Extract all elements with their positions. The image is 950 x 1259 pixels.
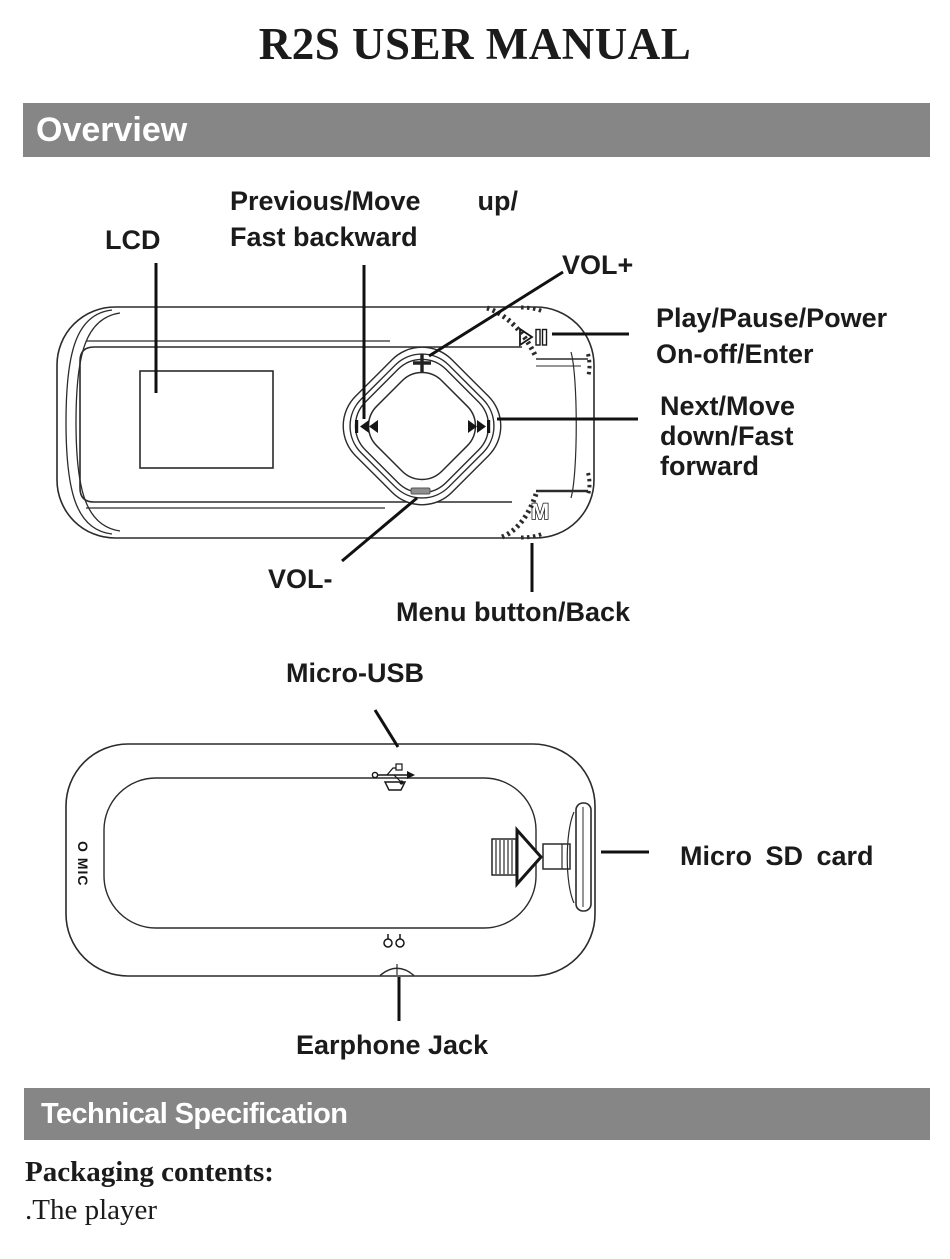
- packaging-item-player: .The player: [25, 1194, 158, 1226]
- player-body-front: [56, 306, 595, 539]
- left-cap-arc: [65, 309, 113, 535]
- menu-area-hatch: [500, 493, 539, 540]
- sd-card-arrow-icon: [491, 826, 544, 888]
- earphone-holes-icon: [383, 934, 405, 948]
- label-previous-line2: Fast backward: [230, 222, 418, 252]
- leader-lines: [154, 263, 649, 1021]
- label-next-line2: down/Fast: [660, 421, 794, 451]
- edge-hatch: [586, 353, 592, 378]
- label-play-pause: Play/Pause/Power On-off/Enter: [656, 300, 887, 372]
- micro-usb-icon: [371, 763, 415, 791]
- right-cap-arc: [570, 351, 577, 499]
- sd-card-tab: [542, 843, 571, 870]
- overview-heading: Overview: [36, 110, 188, 149]
- label-vol-plus: VOL+: [562, 250, 634, 280]
- label-next-line1: Next/Move: [660, 391, 796, 421]
- label-micro-usb: Micro-USB: [286, 658, 425, 688]
- label-lcd: LCD: [105, 225, 161, 255]
- mic-engraving: O MIC: [75, 841, 91, 886]
- player-body-back: [65, 743, 596, 977]
- packaging-contents-heading: Packaging contents:: [25, 1156, 274, 1188]
- label-next-line3: forward: [660, 451, 760, 481]
- label-previous-word1: Previous/Move: [230, 186, 421, 216]
- corner-hatch: [520, 531, 544, 540]
- label-previous: Previous/Move up/ Fast backward: [230, 183, 518, 255]
- face-plate: [79, 346, 522, 503]
- corner-hatch: [520, 305, 544, 314]
- play-area-hatch: [486, 305, 538, 357]
- page-title: R2S USER MANUAL: [258, 19, 692, 69]
- vol-plus-leader-line: [428, 270, 564, 358]
- sd-card-slot-icon: [566, 802, 592, 912]
- micro-usb-leader-line: [373, 709, 400, 748]
- edge-hatch: [586, 472, 592, 496]
- left-cap-arc: [75, 312, 121, 532]
- menu-m-icon: M: [531, 499, 549, 524]
- label-play-line1: Play/Pause/Power: [656, 303, 888, 333]
- label-play-line2: On-off/Enter: [656, 339, 814, 369]
- vol-minus-icon: [410, 487, 431, 495]
- section-banner-overview: Overview: [23, 103, 930, 157]
- vol-minus-leader-line: [341, 496, 418, 563]
- label-micro-sd-card: Micro SD card: [680, 841, 874, 871]
- dpad-button: [367, 371, 477, 481]
- back-view-drawing: O MIC: [65, 743, 596, 977]
- label-earphone-jack: Earphone Jack: [296, 1030, 489, 1060]
- label-vol-minus: VOL-: [268, 564, 333, 594]
- label-next: Next/Move down/Fast forward: [660, 391, 795, 481]
- next-icon: [468, 420, 491, 433]
- vol-plus-icon: [413, 354, 431, 372]
- label-previous-word2: up/: [477, 186, 519, 216]
- front-view-drawing: M: [56, 305, 595, 540]
- label-menu: Menu button/Back: [396, 597, 630, 627]
- previous-icon: [355, 420, 378, 433]
- lcd-screen: [139, 370, 274, 469]
- technical-specification-heading: Technical Specification: [41, 1097, 348, 1130]
- section-banner-technical-specification: Technical Specification: [24, 1088, 930, 1140]
